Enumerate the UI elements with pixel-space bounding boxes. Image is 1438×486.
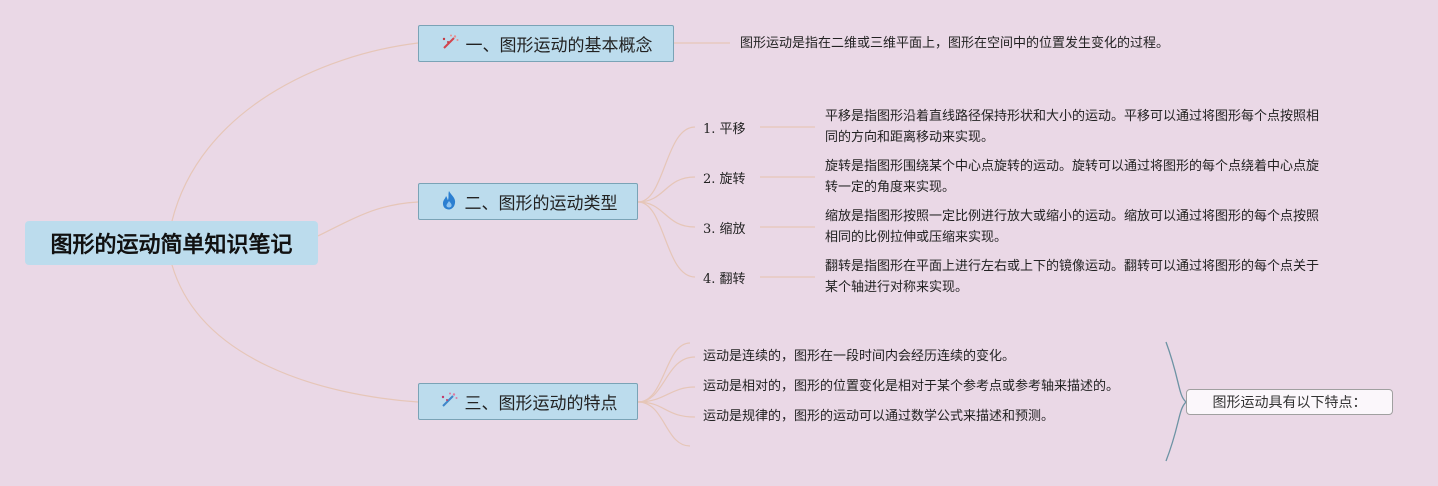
motion-type-flip-label[interactable]: 4. 翻转 [703,272,746,287]
motion-type-translation-label[interactable]: 1. 平移 [703,122,746,137]
motion-type-rotation-text: 旋转是指图形围绕某个中心点旋转的运动。旋转可以通过将图形的每个点绕着中心点旋转一… [825,159,1320,195]
fire-icon [439,190,459,214]
motion-type-translation-text: 平移是指图形沿着直线路径保持形状和大小的运动。平移可以通过将图形每个点按照相同的… [825,109,1320,145]
topic-basic-concept[interactable]: 一、图形运动的基本概念 [418,25,674,62]
topic-basic-concept-text: 图形运动是指在二维或三维平面上，图形在空间中的位置发生变化的过程。 [740,36,1170,51]
motion-type-scaling-text: 缩放是指图形按照一定比例进行放大或缩小的运动。缩放可以通过将图形的每个点按照相同… [825,209,1320,245]
link-topic2-item1 [637,126,696,203]
link-root-topic1 [171,42,419,222]
topic-label: 一、图形运动的基本概念 [465,36,653,56]
link-topic2-item2 [637,176,696,203]
link-topic3-item2 [637,386,696,403]
magic-wand-icon [440,34,460,54]
topic-motion-types[interactable]: 二、图形的运动类型 [418,183,638,220]
summary-node[interactable]: 图形运动具有以下特点： [1186,389,1393,415]
feature-relative: 运动是相对的，图形的位置变化是相对于某个参考点或参考轴来描述的。 [703,379,1120,394]
magic-wand-icon [439,392,459,412]
summary-label: 图形运动具有以下特点： [1212,395,1367,411]
motion-type-scaling-label[interactable]: 3. 缩放 [703,222,746,237]
link-topic2-item3 [637,201,696,228]
link-topic3-bracket-top [637,342,691,403]
summary-brace [1165,341,1187,462]
link-topic2-item4 [637,201,696,278]
motion-type-rotation-label[interactable]: 2. 旋转 [703,172,746,187]
link-topic3-bracket-bottom [637,401,691,447]
motion-type-flip-text: 翻转是指图形在平面上进行左右或上下的镜像运动。翻转可以通过将图形的每个点关于某个… [825,259,1320,295]
feature-continuous: 运动是连续的，图形在一段时间内会经历连续的变化。 [703,349,1016,364]
topic-label: 二、图形的运动类型 [464,194,618,214]
topic-label: 三、图形运动的特点 [464,394,618,414]
topic-motion-features[interactable]: 三、图形运动的特点 [418,383,638,420]
link-topic3-item1 [637,356,696,403]
link-root-topic2 [317,201,419,237]
feature-regular: 运动是规律的，图形的运动可以通过数学公式来描述和预测。 [703,409,1055,424]
root-node[interactable]: 图形的运动简单知识笔记 [25,221,318,265]
root-title: 图形的运动简单知识笔记 [50,233,293,258]
link-root-topic3 [171,264,419,403]
